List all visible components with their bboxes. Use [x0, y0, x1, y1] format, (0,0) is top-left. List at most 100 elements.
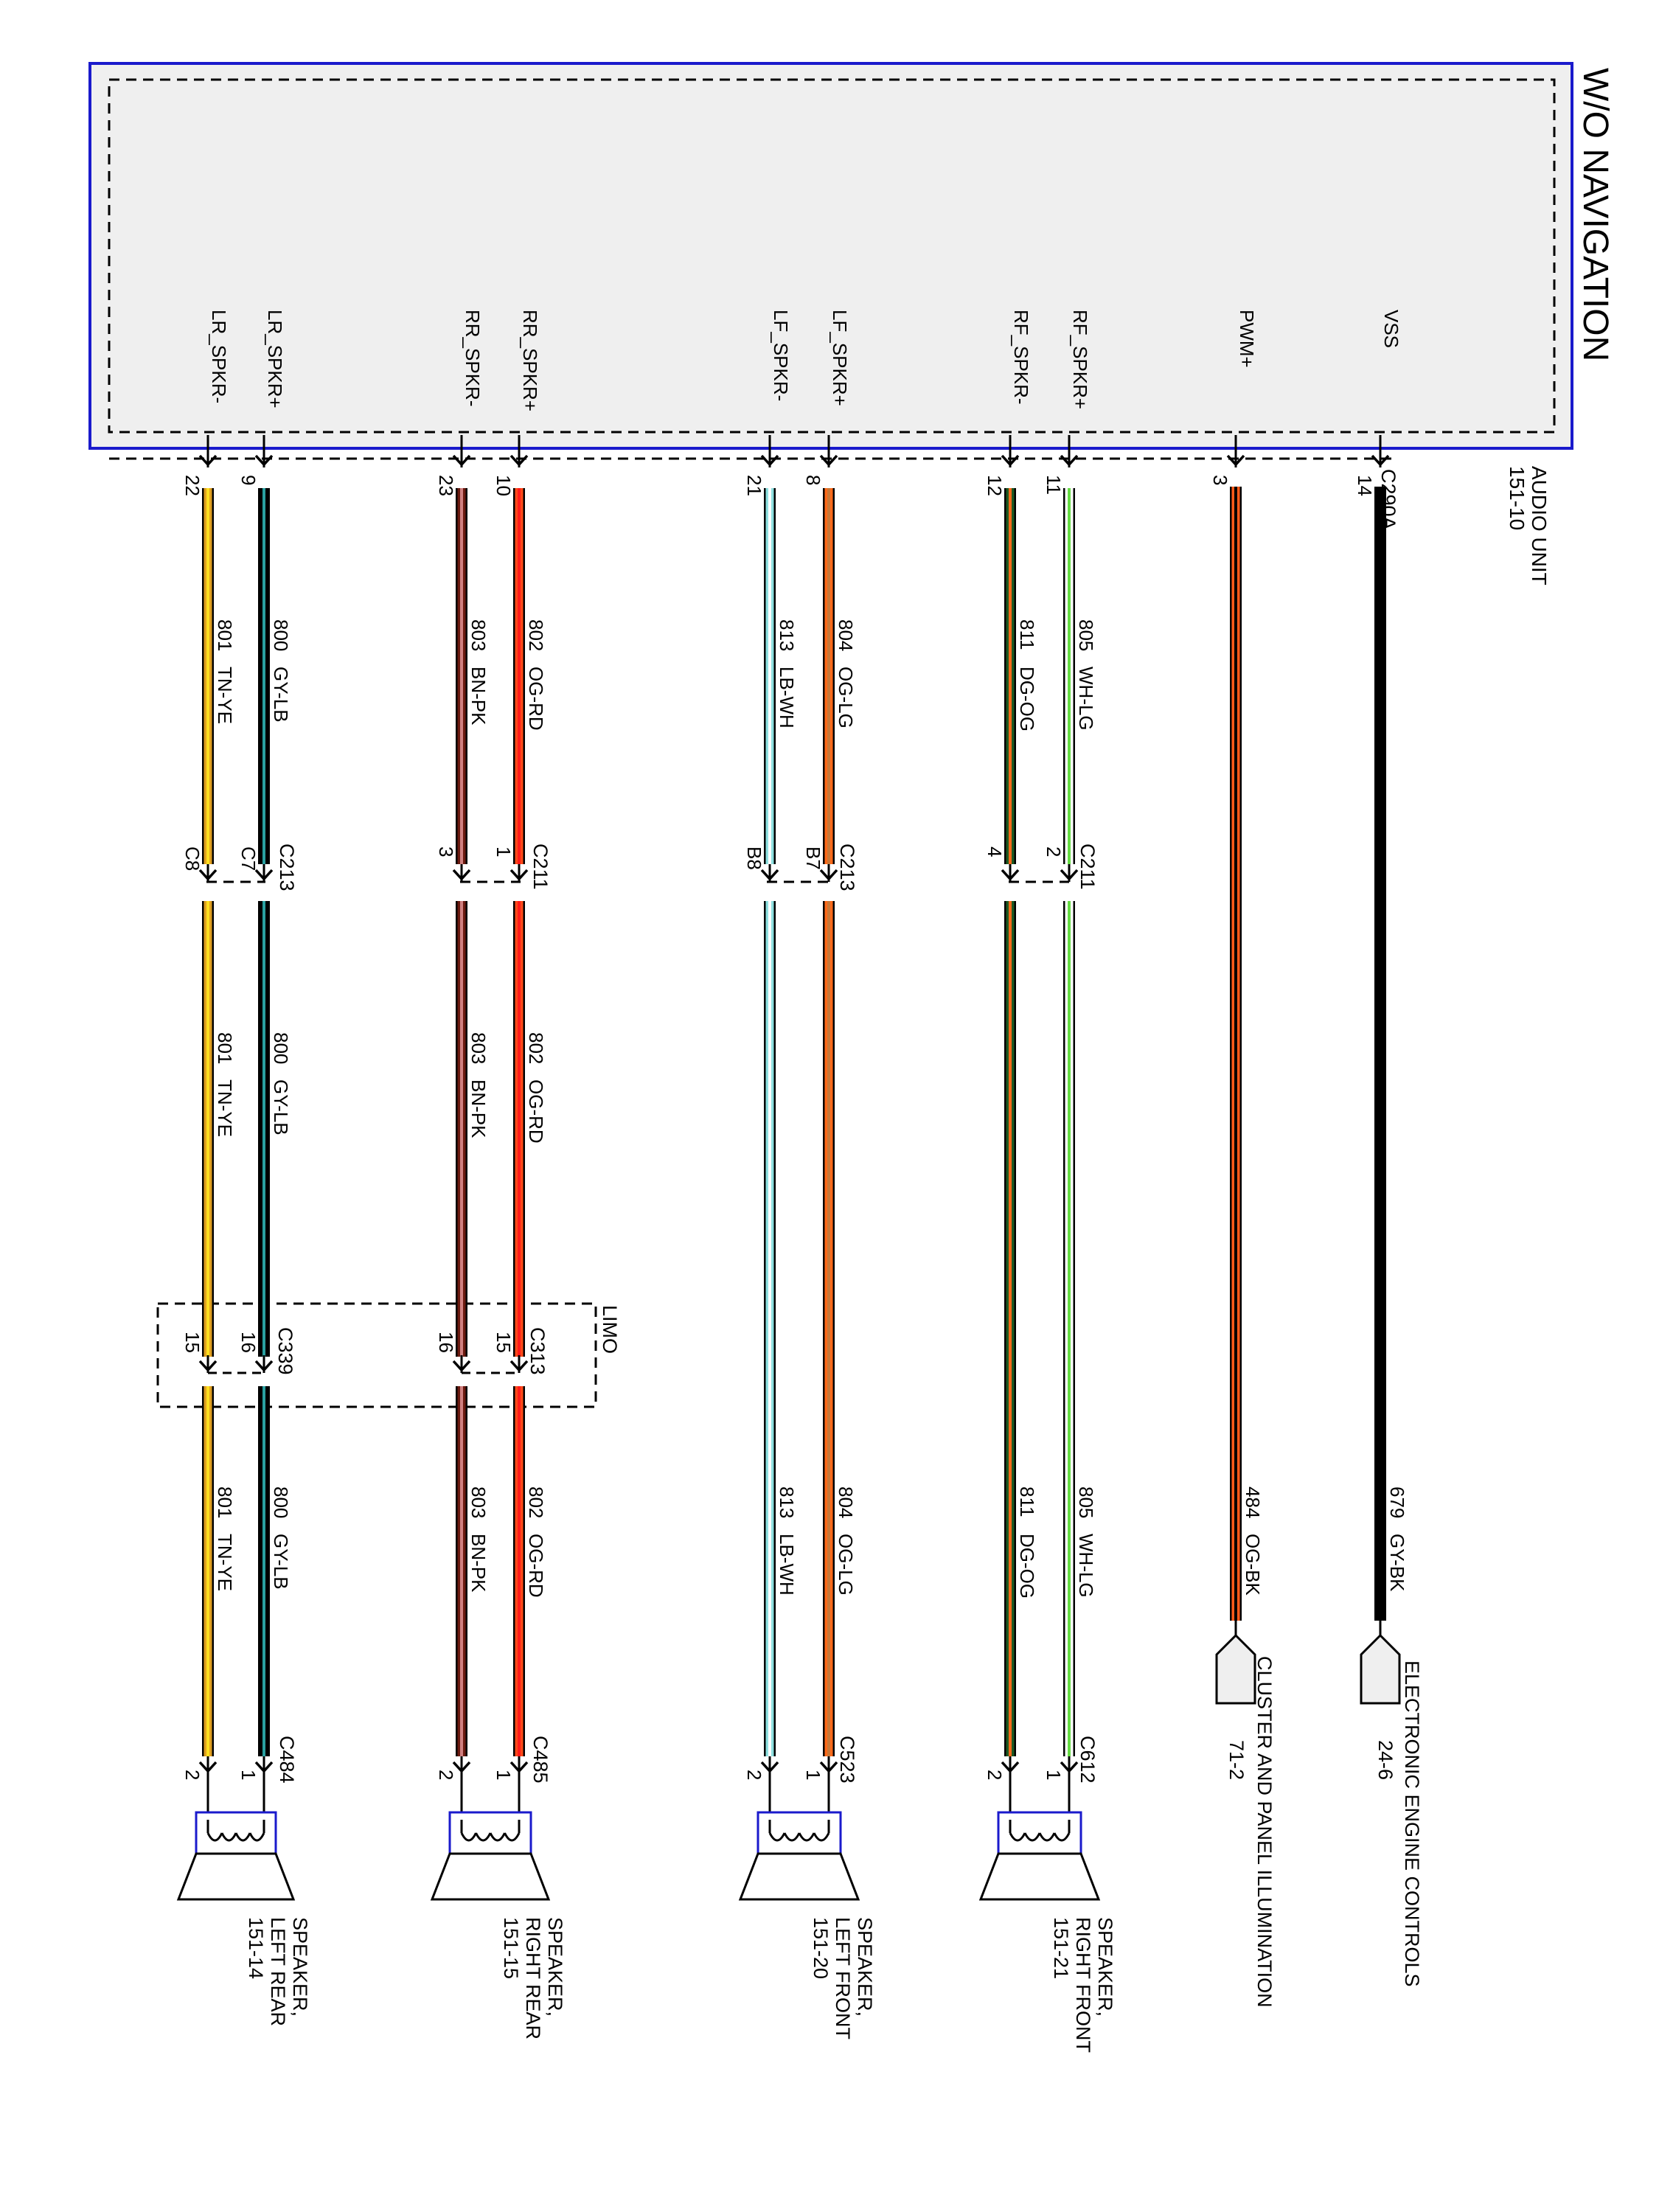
mid-pin-rf_pos: 2 — [1043, 846, 1065, 857]
speaker-pin-pos-rf: 1 — [1043, 1770, 1065, 1780]
page-title: W/O NAVIGATION — [1576, 68, 1615, 361]
connector-c313: C313 — [526, 1327, 549, 1375]
pin-number-rf_pos: 11 — [1043, 475, 1065, 495]
connector-c612: C612 — [1077, 1736, 1099, 1784]
dest-pwm-name: CLUSTER AND PANEL ILLUMINATION — [1253, 1656, 1276, 2008]
connector-c211-rf: C211 — [1077, 844, 1099, 890]
circuit-number-lr_pos-3: 800 — [270, 1486, 292, 1518]
limo-label: LIMO — [599, 1305, 621, 1354]
pin-number-vss: 14 — [1354, 475, 1376, 496]
circuit-number-lf_pos-2: 804 — [835, 1486, 857, 1518]
circuit-number-pwm: 484 — [1242, 1486, 1264, 1518]
dest-connector-vss — [1360, 1633, 1401, 1705]
speaker-coil-symbol-lr — [206, 1820, 265, 1842]
circuit-number-rr_pos-1: 802 — [525, 619, 547, 651]
limo-pin-lr_neg: 15 — [181, 1332, 204, 1353]
signal-label-lf_neg: LF_SPKR- — [770, 310, 792, 401]
wires-layer: VSS14679GY-BKPWM+3484OG-BKRF_SPKR+11805W… — [181, 310, 1408, 1774]
pin-number-rf_neg: 12 — [984, 475, 1006, 496]
color-code-rf_pos-1: WH-LG — [1075, 667, 1097, 731]
color-code-lr_neg-3: TN-YE — [214, 1534, 236, 1591]
speaker-label-line1-rr: SPEAKER, — [544, 1917, 566, 2017]
dest-vss-ref: 24-6 — [1374, 1740, 1397, 1780]
speaker-coil-symbol-lf — [768, 1820, 830, 1842]
color-code-lf_pos-2: OG-LG — [835, 1534, 857, 1596]
color-code-rr_neg-1: BN-PK — [467, 667, 490, 726]
pin-number-lf_neg: 21 — [743, 475, 765, 496]
connector-c523: C523 — [836, 1736, 858, 1784]
signal-label-lr_neg: LR_SPKR- — [208, 310, 230, 403]
color-code-lf_pos-1: OG-LG — [835, 667, 857, 728]
speaker-coil-symbol-rr — [460, 1820, 521, 1842]
circuit-number-rr_pos-3: 802 — [525, 1486, 547, 1518]
pin-number-rr_neg: 23 — [435, 475, 457, 496]
speaker-ref-lr: 151-14 — [245, 1917, 267, 1979]
pin-number-pwm: 3 — [1209, 475, 1231, 485]
circuit-number-lf_pos-1: 804 — [835, 619, 857, 651]
circuit-number-rr_neg-3: 803 — [467, 1486, 490, 1518]
color-code-lr_pos-3: GY-LB — [270, 1534, 292, 1590]
circuit-number-lr_neg-2: 801 — [214, 1032, 236, 1064]
color-code-lr_pos-2: GY-LB — [270, 1079, 292, 1135]
color-code-rf_neg-2: DG-OG — [1016, 1534, 1038, 1599]
signal-label-rf_pos: RF_SPKR+ — [1069, 310, 1091, 409]
circuit-number-lf_neg-2: 813 — [776, 1486, 798, 1518]
limo-pin-rr_neg: 16 — [435, 1332, 457, 1353]
speaker-cone-rf — [978, 1852, 1101, 1901]
speaker-cone-lr — [176, 1852, 296, 1901]
audio-unit-module — [88, 62, 1573, 450]
signal-label-rf_neg: RF_SPKR- — [1010, 310, 1032, 405]
pin-number-lr_pos: 9 — [237, 475, 260, 485]
connector-c213-lf: C213 — [836, 844, 858, 891]
speaker-pin-neg-rr: 2 — [435, 1770, 457, 1780]
connector-c485: C485 — [529, 1736, 552, 1784]
circuit-number-rf_pos-2: 805 — [1075, 1486, 1097, 1518]
color-code-rr_pos-1: OG-RD — [525, 667, 547, 731]
circuit-number-lr_neg-3: 801 — [214, 1486, 236, 1518]
signal-label-lr_pos: LR_SPKR+ — [264, 310, 286, 408]
color-code-rf_neg-1: DG-OG — [1016, 667, 1038, 731]
color-code-rr_neg-2: BN-PK — [467, 1079, 490, 1138]
color-code-rr_pos-2: OG-RD — [525, 1079, 547, 1144]
mid-pin-lf_neg: B8 — [743, 846, 765, 870]
circuit-number-lr_pos-2: 800 — [270, 1032, 292, 1064]
color-code-rr_pos-3: OG-RD — [525, 1534, 547, 1598]
dest-vss-name: ELECTRONIC ENGINE CONTROLS — [1401, 1660, 1423, 1987]
mid-pin-rr_pos: 1 — [493, 846, 515, 857]
speaker-pin-pos-lf: 1 — [802, 1770, 824, 1780]
color-code-vss: GY-BK — [1386, 1534, 1408, 1592]
color-code-lf_neg-2: LB-WH — [776, 1534, 798, 1596]
speaker-label-line1-rf: SPEAKER, — [1094, 1917, 1116, 2017]
speaker-pin-neg-lr: 2 — [181, 1770, 204, 1780]
pin-number-lf_pos: 8 — [802, 475, 824, 485]
circuit-number-rr_neg-2: 803 — [467, 1032, 490, 1064]
dest-pwm-ref: 71-2 — [1225, 1740, 1248, 1780]
signal-label-pwm: PWM+ — [1236, 310, 1258, 368]
circuit-number-lr_neg-1: 801 — [214, 619, 236, 651]
signal-label-lf_pos: LF_SPKR+ — [829, 310, 851, 406]
speaker-ref-rf: 151-21 — [1050, 1917, 1072, 1979]
circuit-number-lr_pos-1: 800 — [270, 619, 292, 651]
signal-label-rr_pos: RR_SPKR+ — [519, 310, 541, 411]
pin-number-rr_pos: 10 — [493, 475, 515, 496]
speaker-ref-lf: 151-20 — [810, 1917, 832, 1979]
signal-label-rr_neg: RR_SPKR- — [462, 310, 484, 406]
speaker-cone-lf — [738, 1852, 860, 1901]
signal-label-vss: VSS — [1380, 310, 1402, 348]
connector-c484: C484 — [276, 1736, 298, 1784]
speaker-label-line2-lr: LEFT REAR — [267, 1917, 289, 2026]
mid-pin-lf_pos: B7 — [802, 846, 824, 870]
connector-c213-lr: C213 — [276, 844, 298, 891]
limo-pin-lr_pos: 16 — [237, 1332, 260, 1353]
color-code-lr_neg-1: TN-YE — [214, 667, 236, 724]
circuit-number-vss: 679 — [1386, 1486, 1408, 1518]
audio-unit-name: AUDIO UNIT — [1528, 466, 1551, 585]
circuit-number-rr_neg-1: 803 — [467, 619, 490, 651]
speaker-coil-symbol-rf — [1009, 1820, 1071, 1842]
speaker-label-line2-lf: LEFT FRONT — [832, 1917, 854, 2039]
